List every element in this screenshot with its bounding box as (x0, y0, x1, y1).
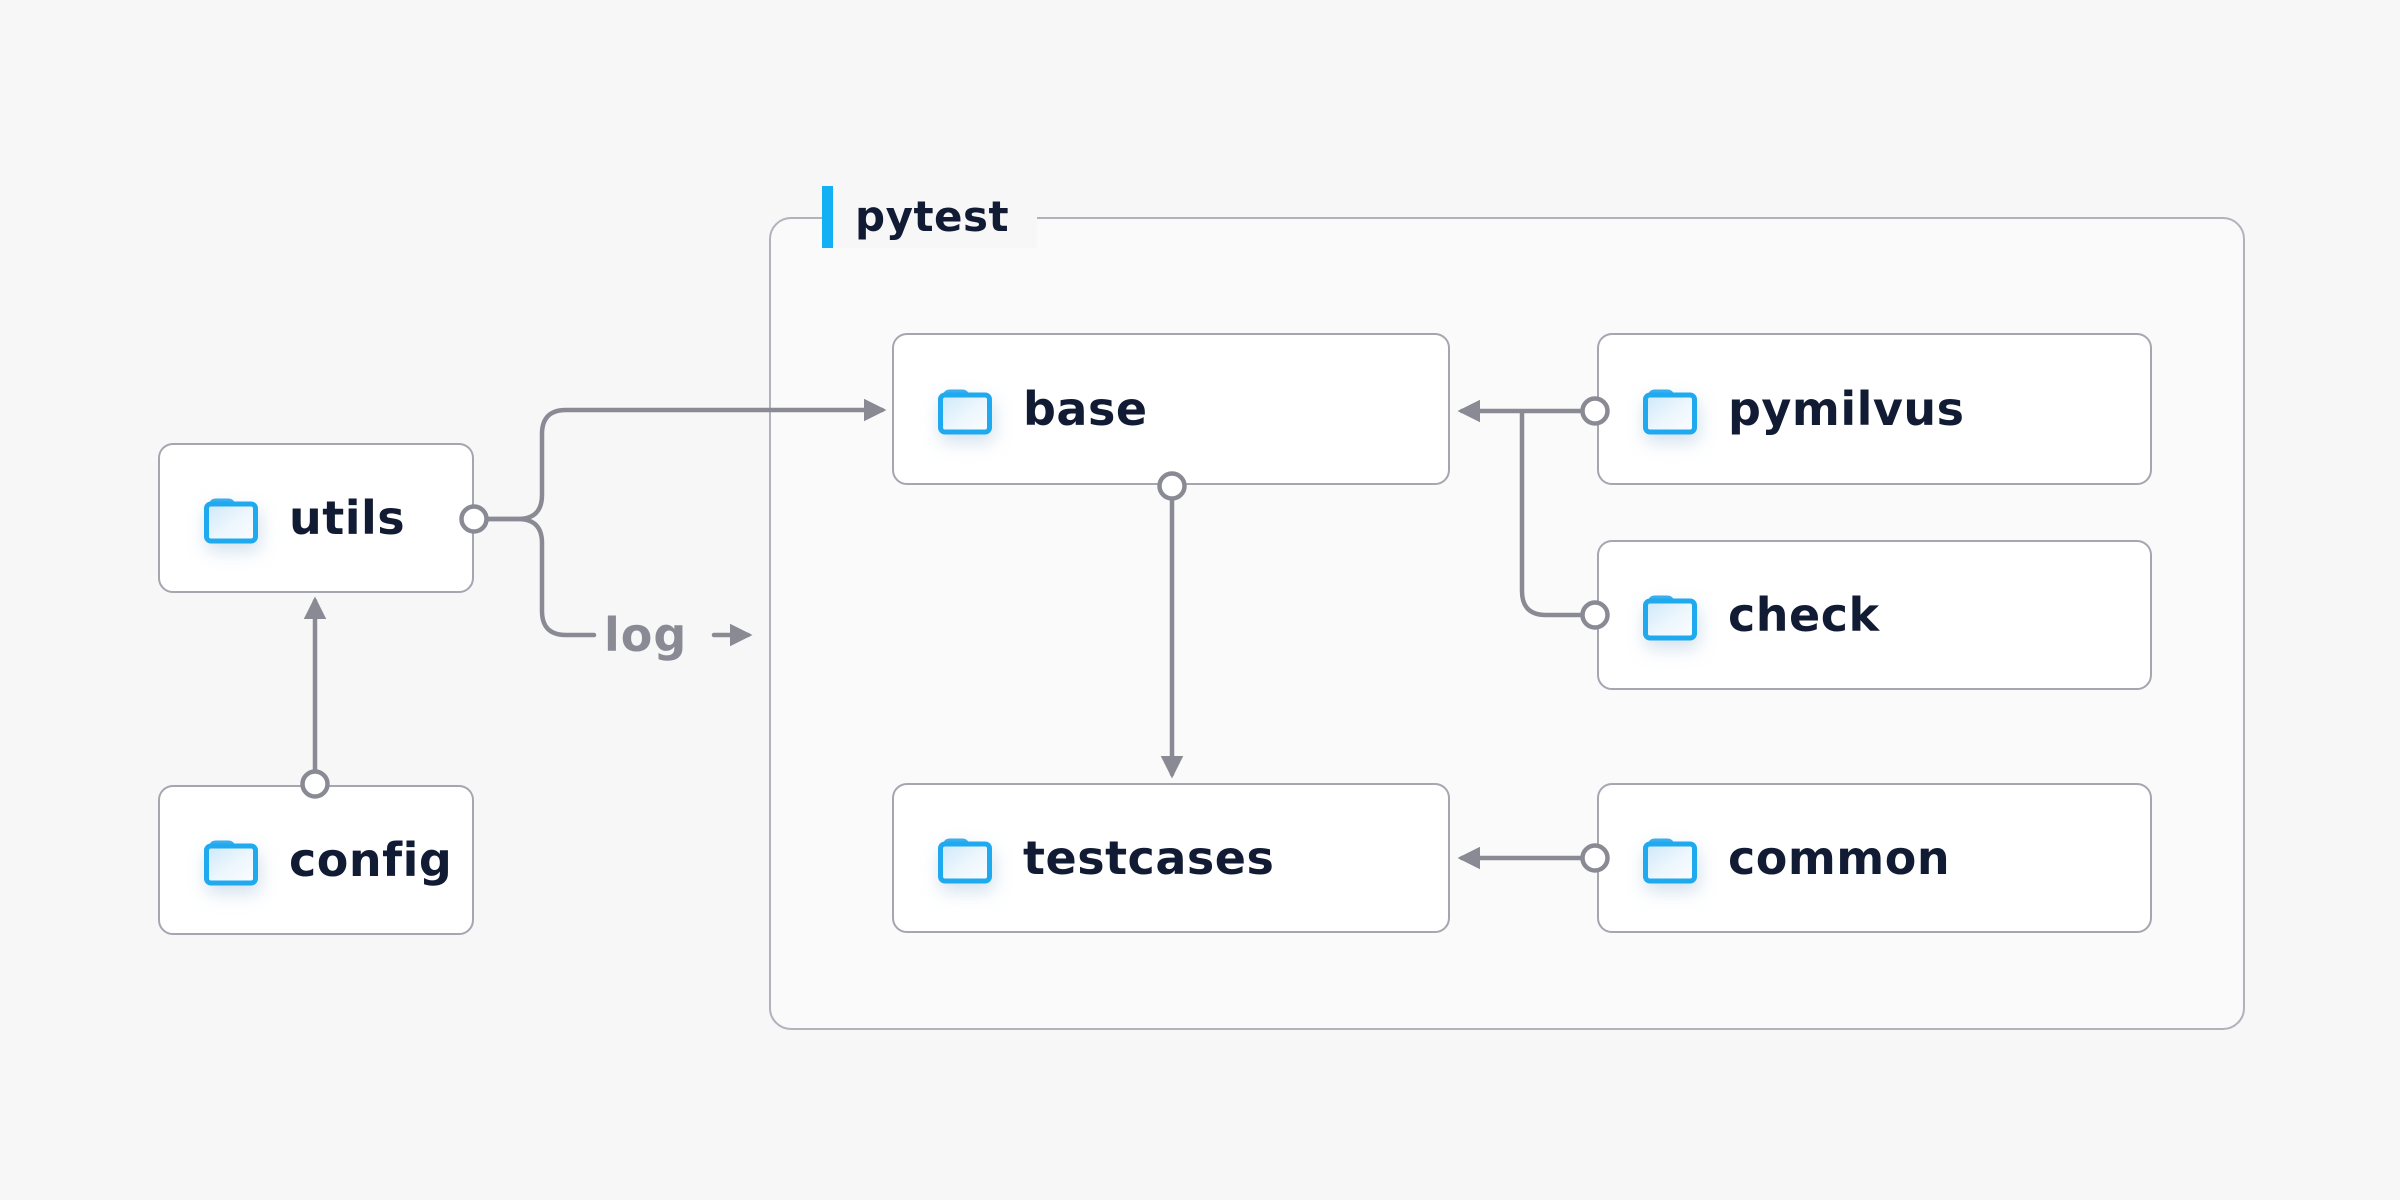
accent-bar (822, 186, 833, 248)
node-base: base (892, 333, 1450, 485)
folder-icon (1643, 389, 1697, 435)
node-common: common (1597, 783, 2152, 933)
node-config: config (158, 785, 474, 935)
node-pymilvus: pymilvus (1597, 333, 2152, 485)
pytest-group-label: pytest (822, 186, 1038, 248)
node-label: config (289, 833, 453, 887)
node-label: utils (289, 491, 406, 545)
node-label: check (1728, 588, 1880, 642)
node-label: pymilvus (1728, 382, 1965, 436)
folder-icon (1643, 595, 1697, 641)
folder-icon (938, 838, 992, 884)
folder-icon (204, 840, 258, 886)
folder-icon (204, 498, 258, 544)
node-label: base (1023, 382, 1148, 436)
edge-label-log: log (604, 608, 688, 662)
folder-icon (1643, 838, 1697, 884)
node-check: check (1597, 540, 2152, 690)
edge-utils-to-log (485, 516, 597, 638)
folder-icon (938, 389, 992, 435)
node-utils: utils (158, 443, 474, 593)
node-testcases: testcases (892, 783, 1450, 933)
node-label: common (1728, 831, 1951, 885)
pytest-group-title: pytest (855, 192, 1010, 241)
node-label: testcases (1023, 831, 1275, 885)
